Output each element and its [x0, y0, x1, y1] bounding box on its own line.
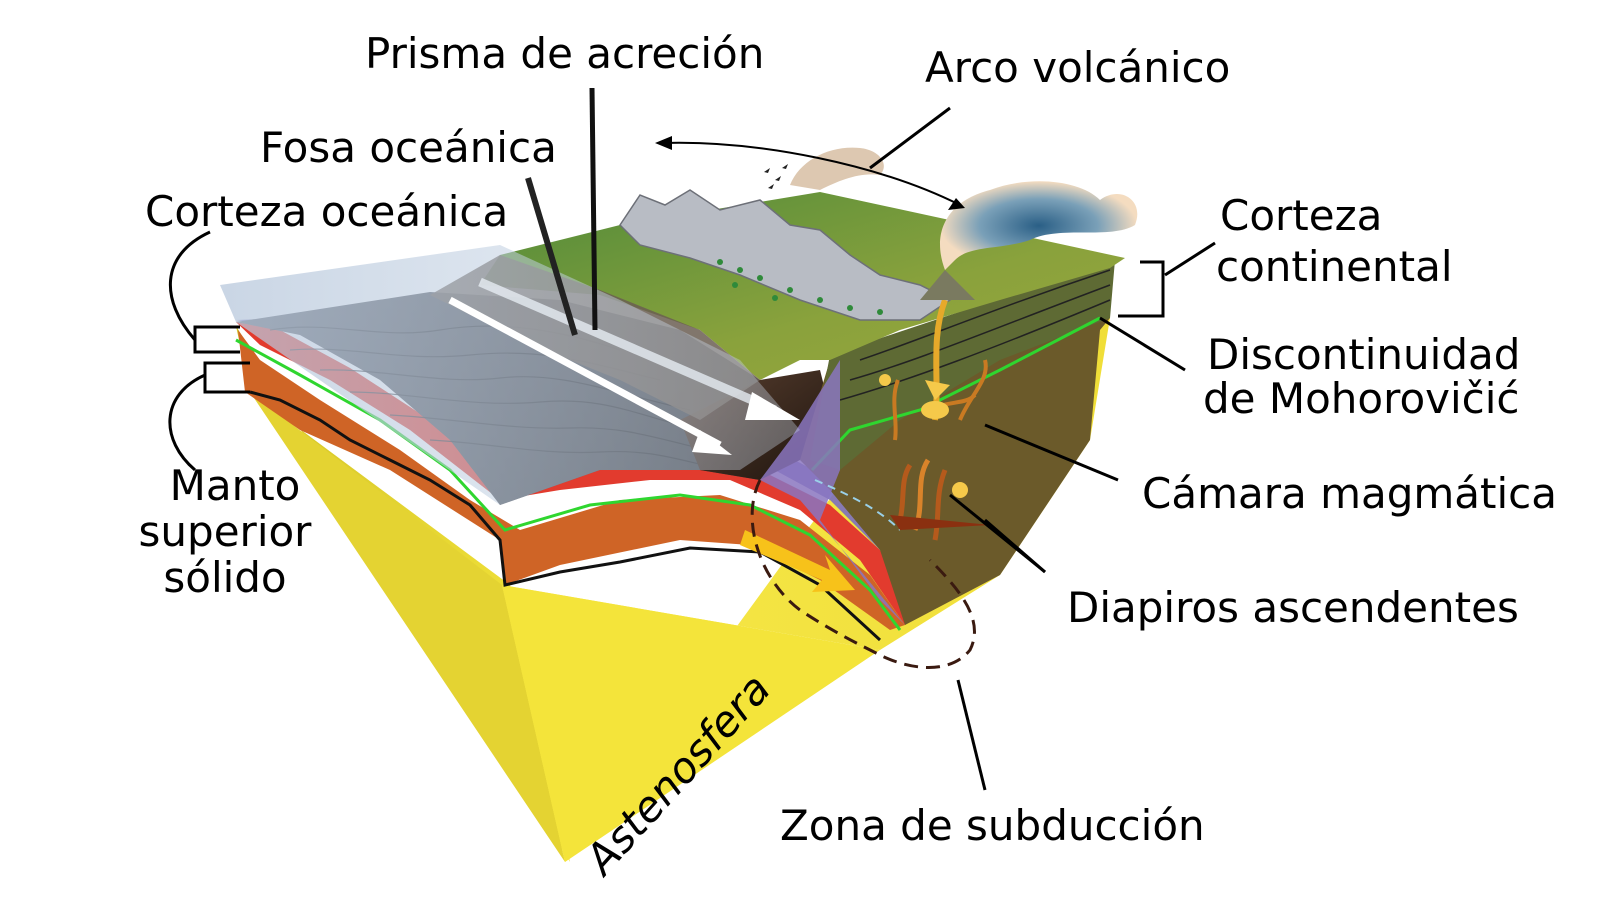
label-manto-line2: superior [138, 507, 312, 556]
label-zona-de-subduccion: Zona de subducción [780, 801, 1205, 850]
label-camara-magmatica: Cámara magmática [1142, 469, 1557, 518]
label-corteza-continental-line2: continental [1216, 242, 1453, 291]
label-moho-line2: de Mohorovičić [1203, 374, 1520, 423]
label-manto-line3: sólido [163, 553, 287, 602]
continental-crust-strata [839, 269, 1111, 401]
label-corteza-continental-line1: Corteza [1220, 191, 1383, 240]
accretionary-wedge [760, 360, 905, 625]
asthenosphere-front [502, 585, 880, 862]
label-diapiros-ascendentes: Diapiros ascendentes [1067, 583, 1519, 632]
plate-motion-arrows [448, 277, 800, 455]
slab-motion-arrow [740, 530, 855, 592]
slab-interface-dashed [814, 479, 901, 531]
mountain-range [619, 189, 952, 321]
label-corteza-oceanica: Corteza oceánica [145, 187, 509, 236]
label-prisma-de-acrecion: Prisma de acreción [365, 29, 765, 78]
label-fosa-oceanica: Fosa oceánica [260, 123, 557, 172]
label-moho-line1: Discontinuidad [1207, 330, 1521, 379]
birds [764, 164, 788, 189]
magma-chamber [921, 298, 988, 421]
sea-water [220, 245, 800, 505]
second-plume [790, 147, 884, 190]
forest-trees [717, 259, 883, 315]
leader-lines [168, 87, 1216, 791]
moho-line-oceanic [235, 338, 902, 631]
volcanic-plume [940, 181, 1138, 270]
label-arco-volcanico: Arco volcánico [925, 43, 1231, 92]
rising-diapirs [879, 374, 990, 541]
subduction-zone-dashed [750, 479, 976, 669]
label-manto-line1: Manto [169, 461, 301, 510]
volcano-cone [920, 270, 975, 300]
lithosphere-base-line [249, 390, 882, 642]
asthenosphere-front-left [250, 392, 565, 862]
